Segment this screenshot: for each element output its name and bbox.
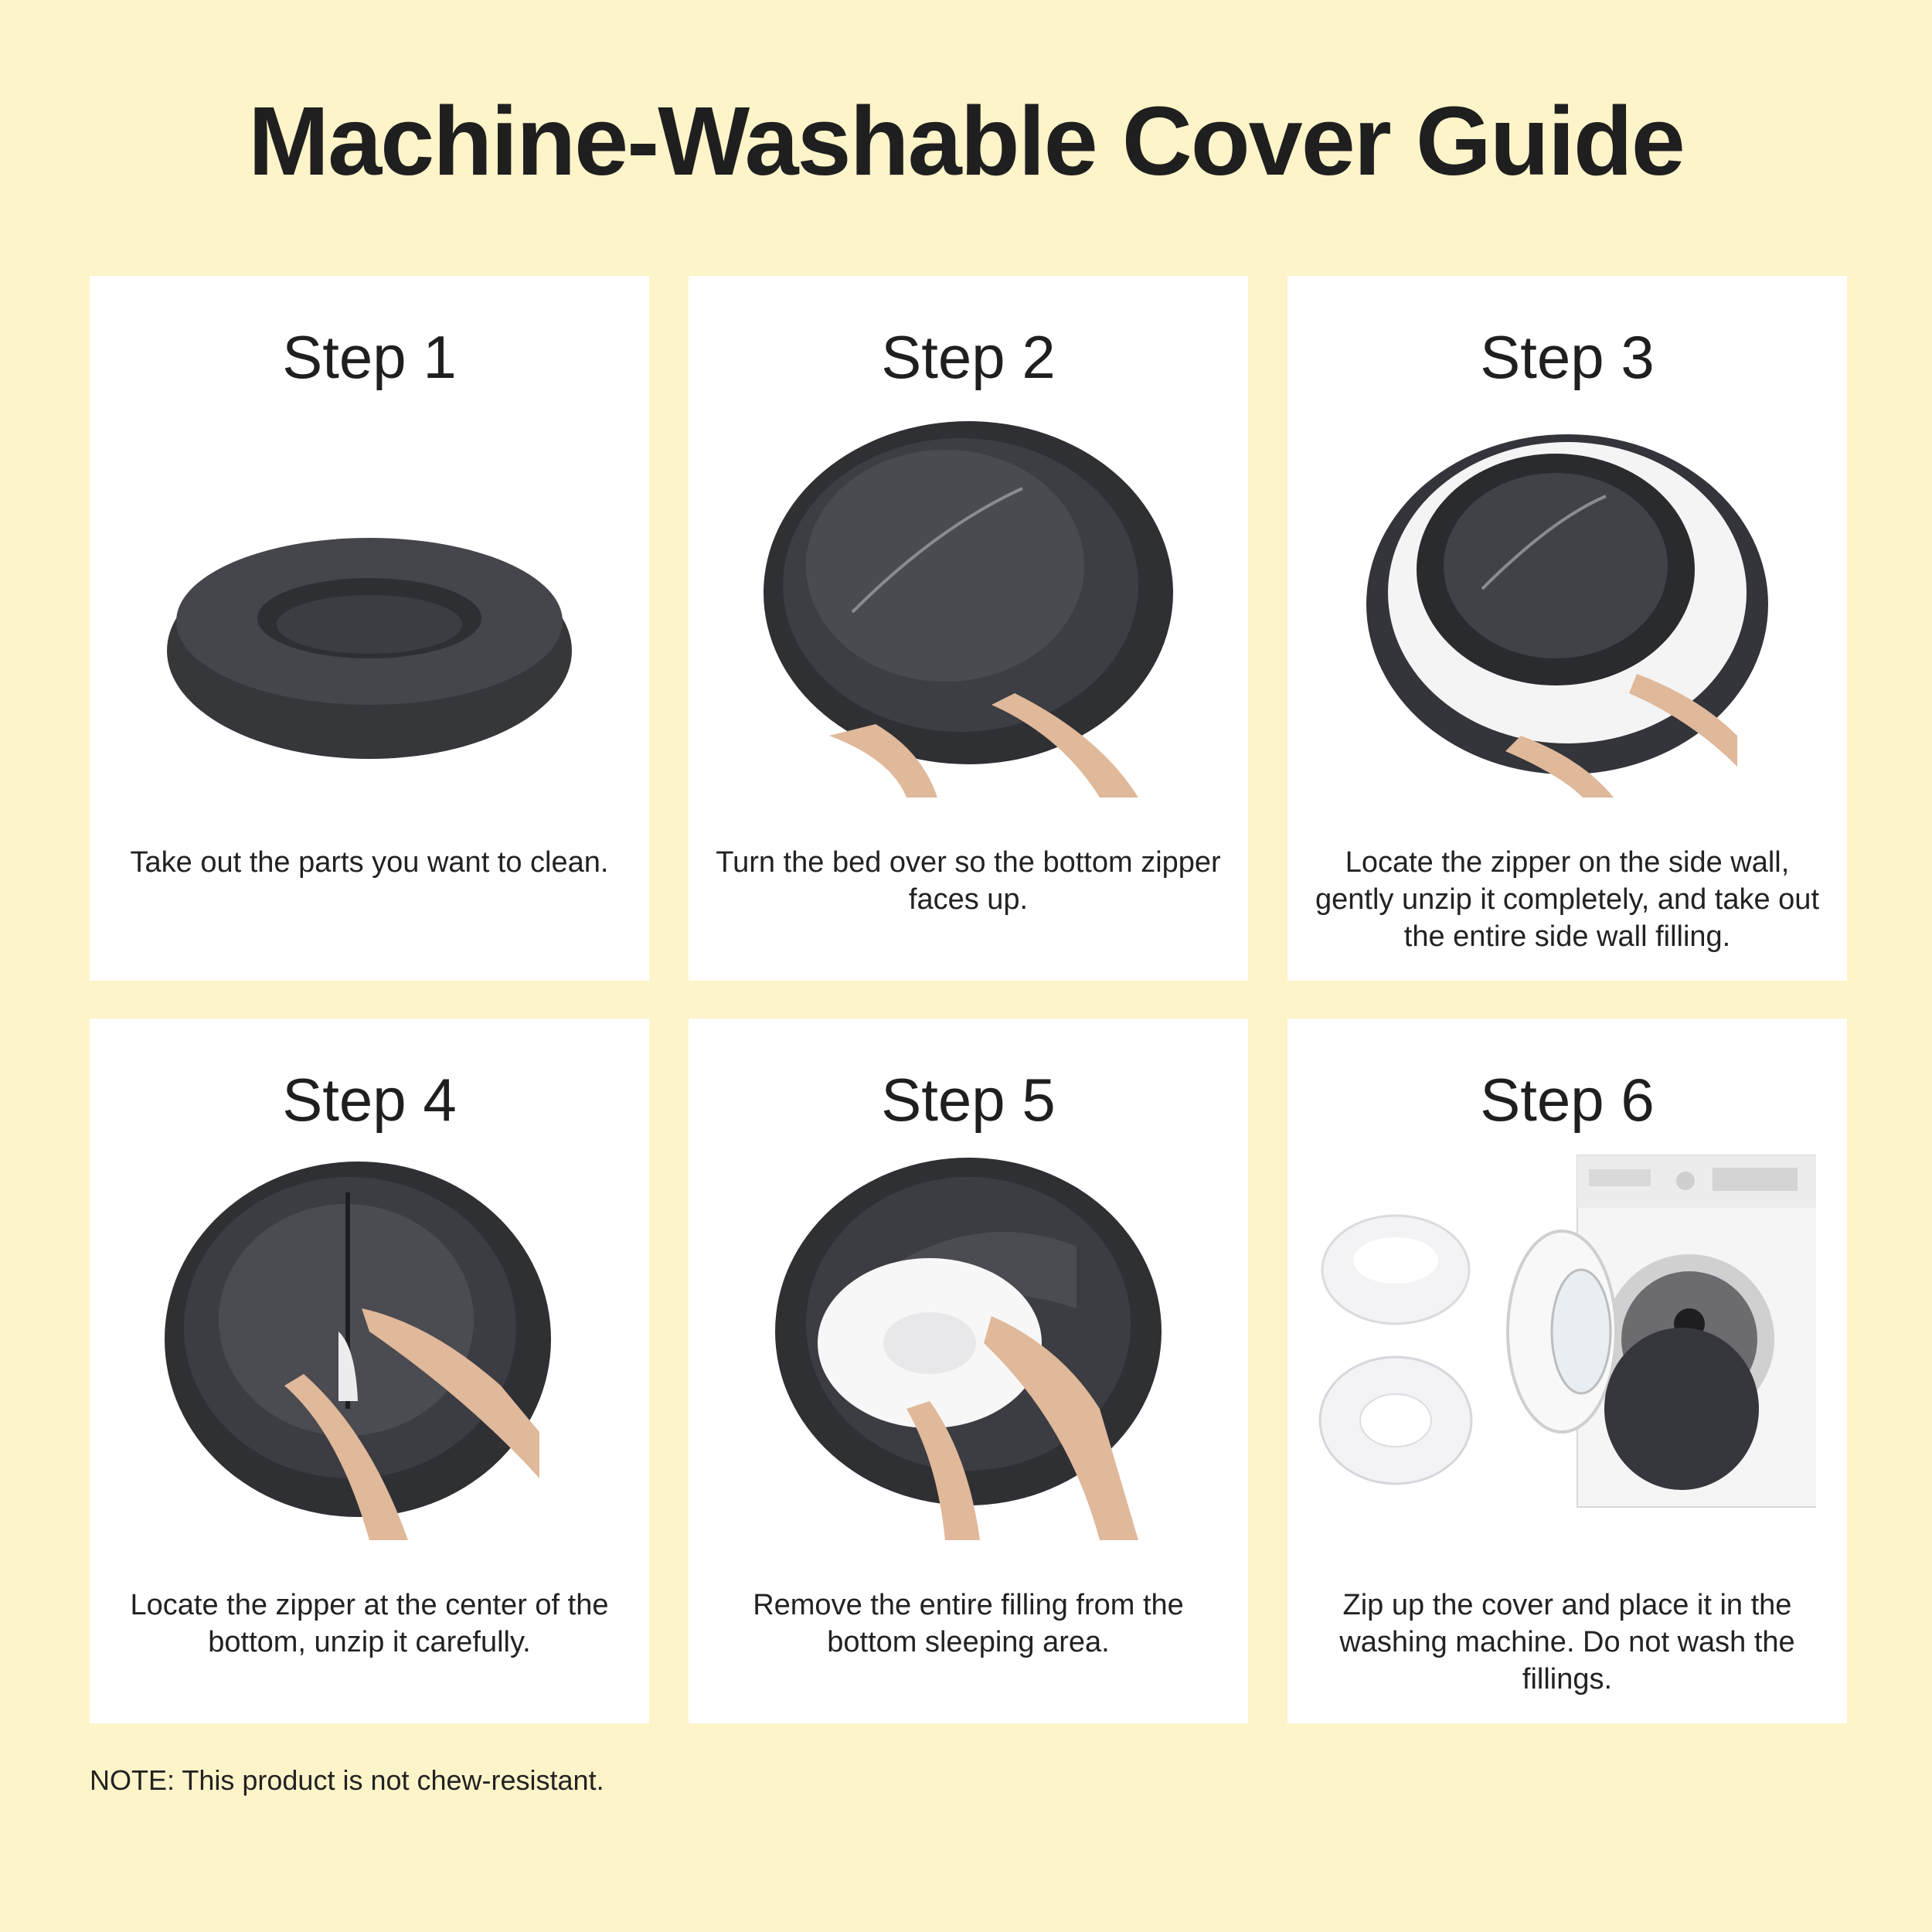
step-card-2: Step 2 Turn the bed over so the bottom z… [689,276,1248,981]
note-text: NOTE: This product is not chew-resistant… [90,1764,604,1796]
step-caption: Remove the entire filling from the botto… [753,1589,1184,1658]
step-caption: Turn the bed over so the bottom zipper f… [716,846,1221,916]
step-title: Step 1 [282,323,457,391]
remove-filling-image [736,1154,1200,1540]
donut-bed-image [138,411,601,798]
washing-machine-image [1318,1154,1816,1540]
step-caption: Locate the zipper at the center of the b… [130,1589,609,1658]
step-caption: Zip up the cover and place it in the was… [1339,1589,1795,1696]
page-title: Machine-Washable Cover Guide [248,87,1685,196]
step-card-4: Step 4 Locate the zipper at the center o… [90,1019,649,1723]
side-wall-filling-image [1335,411,1799,798]
step-title: Step 5 [881,1066,1056,1134]
step-card-3: Step 3 Locate the zipper on the side wal… [1287,276,1847,981]
step-title: Step 6 [1480,1066,1655,1134]
step-caption: Take out the parts you want to clean. [130,846,609,879]
step-caption: Locate the zipper on the side wall, gent… [1315,846,1819,953]
center-zipper-image [138,1154,601,1540]
bed-upside-down-image [736,411,1200,798]
step-title: Step 3 [1480,323,1655,391]
step-title: Step 4 [282,1066,457,1134]
step-title: Step 2 [881,323,1056,391]
step-card-1: Step 1 Take out the parts you want to cl… [90,276,649,981]
step-card-5: Step 5 Remove the entire filling from th… [689,1019,1248,1723]
step-card-6: Step 6 Zip up the cover and place it in … [1287,1019,1847,1723]
